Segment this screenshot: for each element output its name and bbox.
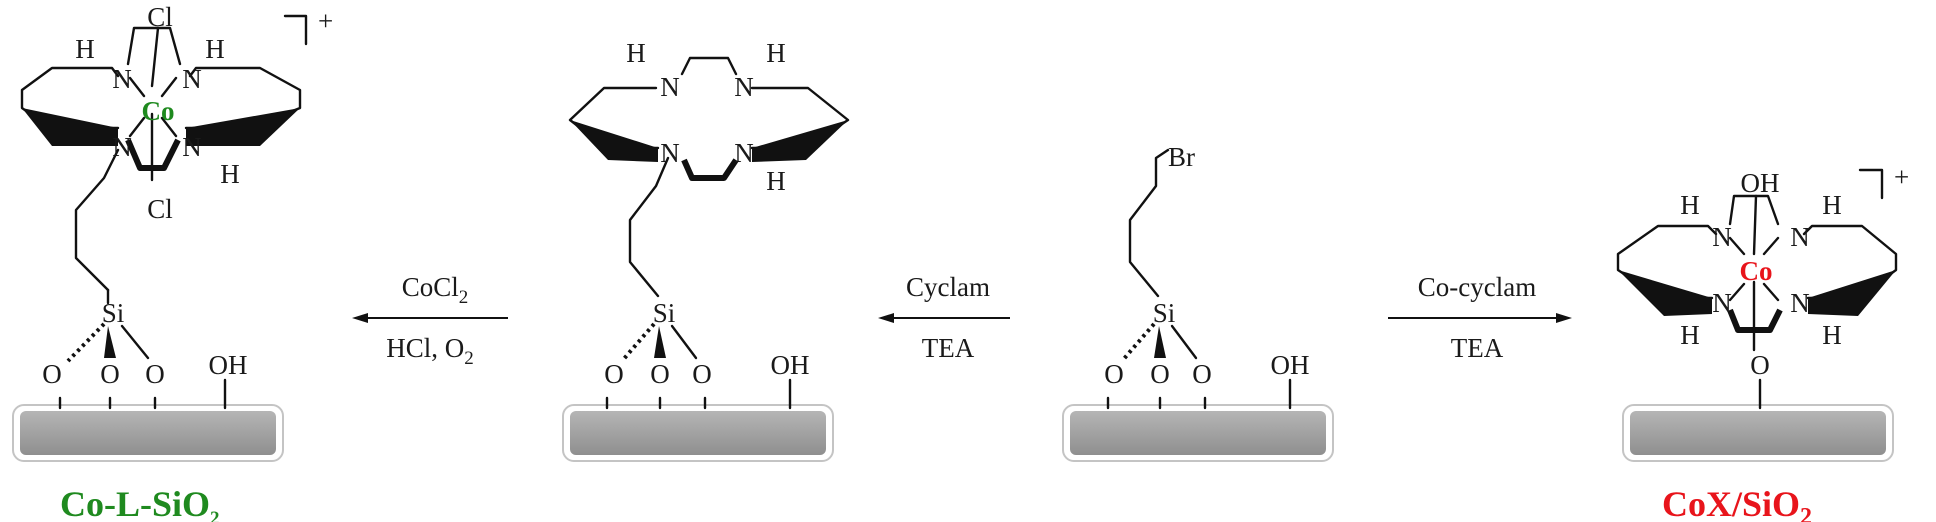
nitrogen: N (734, 72, 754, 102)
nh-hydrogen: H (1822, 190, 1842, 220)
reagent-hcl-o2: HCl, O2 (386, 333, 474, 369)
silica-surface (1630, 411, 1886, 455)
reagent-tea: TEA (922, 333, 975, 363)
nh-hydrogen: H (1680, 190, 1700, 220)
nitrogen: N (1790, 288, 1810, 318)
reagent-tea: TEA (1451, 333, 1504, 363)
axial-chloride-bottom: Cl (147, 194, 173, 224)
nitrogen: N (660, 138, 680, 168)
arrow-co-cyclam: Co-cyclam TEA (1388, 272, 1572, 363)
reagent-cocl2: CoCl2 (402, 272, 469, 308)
cobalt-center: Co (1740, 256, 1773, 286)
axial-hydroxide: OH (1741, 168, 1780, 198)
silica-surface (1070, 411, 1326, 455)
molecule-bromopropyl-sio2: O O O OH Si Br (1062, 142, 1334, 462)
label-cox-sio2: CoX/SiO2 (1662, 484, 1812, 522)
nh-hydrogen: H (75, 34, 95, 64)
nitrogen: N (1712, 288, 1732, 318)
nh-hydrogen: H (205, 34, 225, 64)
oxygen-3: O (1192, 359, 1212, 389)
nh-hydrogen: H (220, 159, 240, 189)
cobalt-center: Co (142, 96, 175, 126)
bromine-atom: Br (1168, 142, 1195, 172)
nitrogen: N (112, 64, 132, 94)
nh-hydrogen: H (1680, 320, 1700, 350)
nitrogen: N (734, 138, 754, 168)
nitrogen: N (1712, 222, 1732, 252)
label-co-l-sio2: Co-L-SiO2 (60, 484, 220, 522)
oxygen-3: O (145, 359, 165, 389)
arrow-cocl2: CoCl2 HCl, O2 (352, 272, 508, 369)
charge-sign: + (318, 6, 333, 36)
silicon-atom: Si (653, 298, 676, 328)
oxygen-1: O (1104, 359, 1124, 389)
nitrogen: N (112, 132, 132, 162)
silicon-atom: Si (1153, 298, 1176, 328)
nh-hydrogen: H (766, 38, 786, 68)
hydroxyl-label: OH (209, 350, 248, 380)
silica-surface (570, 411, 826, 455)
reagent-co-cyclam: Co-cyclam (1418, 272, 1536, 302)
nitrogen: N (182, 64, 202, 94)
reagent-cyclam: Cyclam (906, 272, 990, 302)
oxygen-1: O (42, 359, 62, 389)
oxygen-linker: O (1750, 350, 1770, 380)
nitrogen: N (1790, 222, 1810, 252)
axial-chloride-top: Cl (147, 2, 173, 32)
molecule-co-l-sio2: O O O OH Si Cl Cl H H H N N N N Co (12, 2, 333, 522)
silicon-atom: Si (102, 298, 125, 328)
silica-surface (20, 411, 276, 455)
nh-hydrogen: H (626, 38, 646, 68)
oxygen-2: O (100, 359, 120, 389)
nitrogen: N (182, 132, 202, 162)
charge-sign: + (1894, 162, 1909, 192)
nh-hydrogen: H (1822, 320, 1842, 350)
molecule-cox-sio2: O OH H H H H N N N N Co + CoX/SiO2 (1616, 162, 1909, 522)
oxygen-3: O (692, 359, 712, 389)
hydroxyl-label: OH (771, 350, 810, 380)
nh-hydrogen: H (766, 166, 786, 196)
oxygen-1: O (604, 359, 624, 389)
nitrogen: N (660, 72, 680, 102)
molecule-cyclam-sio2: O O O OH Si H H H N N N N (562, 38, 850, 462)
hydroxyl-label: OH (1271, 350, 1310, 380)
arrow-cyclam: Cyclam TEA (878, 272, 1010, 363)
oxygen-2: O (1150, 359, 1170, 389)
oxygen-2: O (650, 359, 670, 389)
